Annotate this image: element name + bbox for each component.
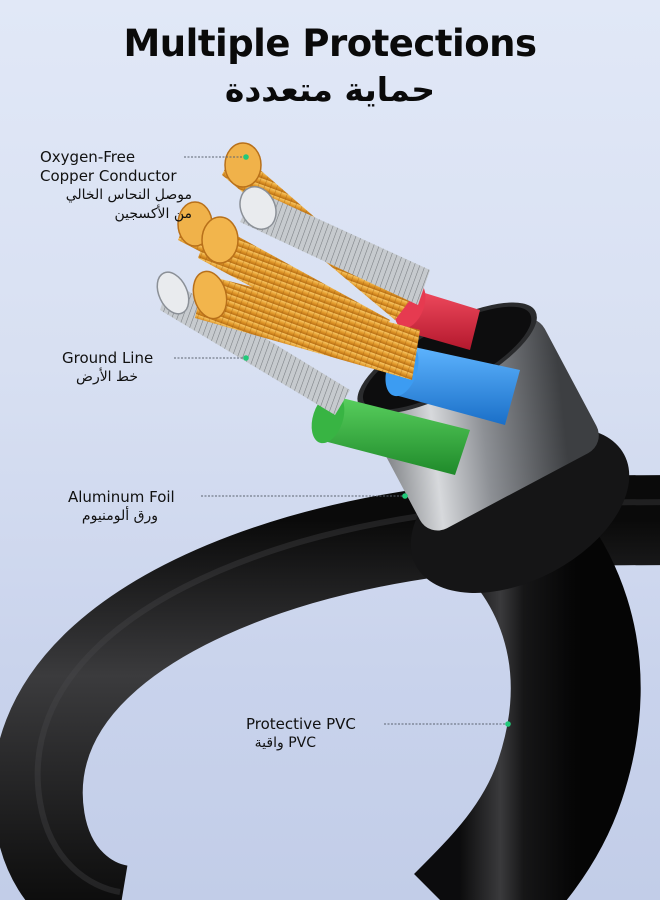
- callout-leaders: [174, 154, 511, 727]
- leader-dot-pvc: [505, 721, 511, 727]
- silver-strand-top: [239, 186, 430, 305]
- callout-pvc-en: Protective PVC: [246, 715, 356, 733]
- leader-dot-copper: [243, 154, 249, 160]
- callout-pvc-ar: PVC واقية: [254, 735, 316, 751]
- callout-ground-en: Ground Line: [62, 349, 154, 367]
- callout-copper-en-1: Oxygen-Free: [40, 148, 136, 166]
- leader-dot-ground: [243, 355, 249, 361]
- callout-copper-ar-1: موصل النحاس الخالي: [65, 187, 192, 203]
- callout-foil-en: Aluminum Foil: [68, 488, 175, 506]
- callout-protective-pvc: Protective PVC PVC واقية: [246, 715, 386, 753]
- callout-copper-conductor: Oxygen-Free Copper Conductor موصل النحاس…: [20, 148, 200, 224]
- callout-foil-ar: ورق ألومنيوم: [81, 508, 158, 524]
- callout-ground-ar: خط الأرض: [76, 369, 138, 385]
- callout-copper-ar-2: من الأكسجين: [114, 206, 192, 222]
- callout-aluminum-foil: Aluminum Foil ورق ألومنيوم: [68, 488, 198, 526]
- page-title: Multiple Protections: [123, 22, 537, 65]
- page-subtitle-arabic: حماية متعددة: [224, 70, 436, 109]
- copper-strand-front: [192, 270, 420, 380]
- callout-ground-line: Ground Line خط الأرض: [62, 349, 172, 387]
- leader-dot-foil: [402, 493, 408, 499]
- callout-copper-en-2: Copper Conductor: [40, 167, 177, 185]
